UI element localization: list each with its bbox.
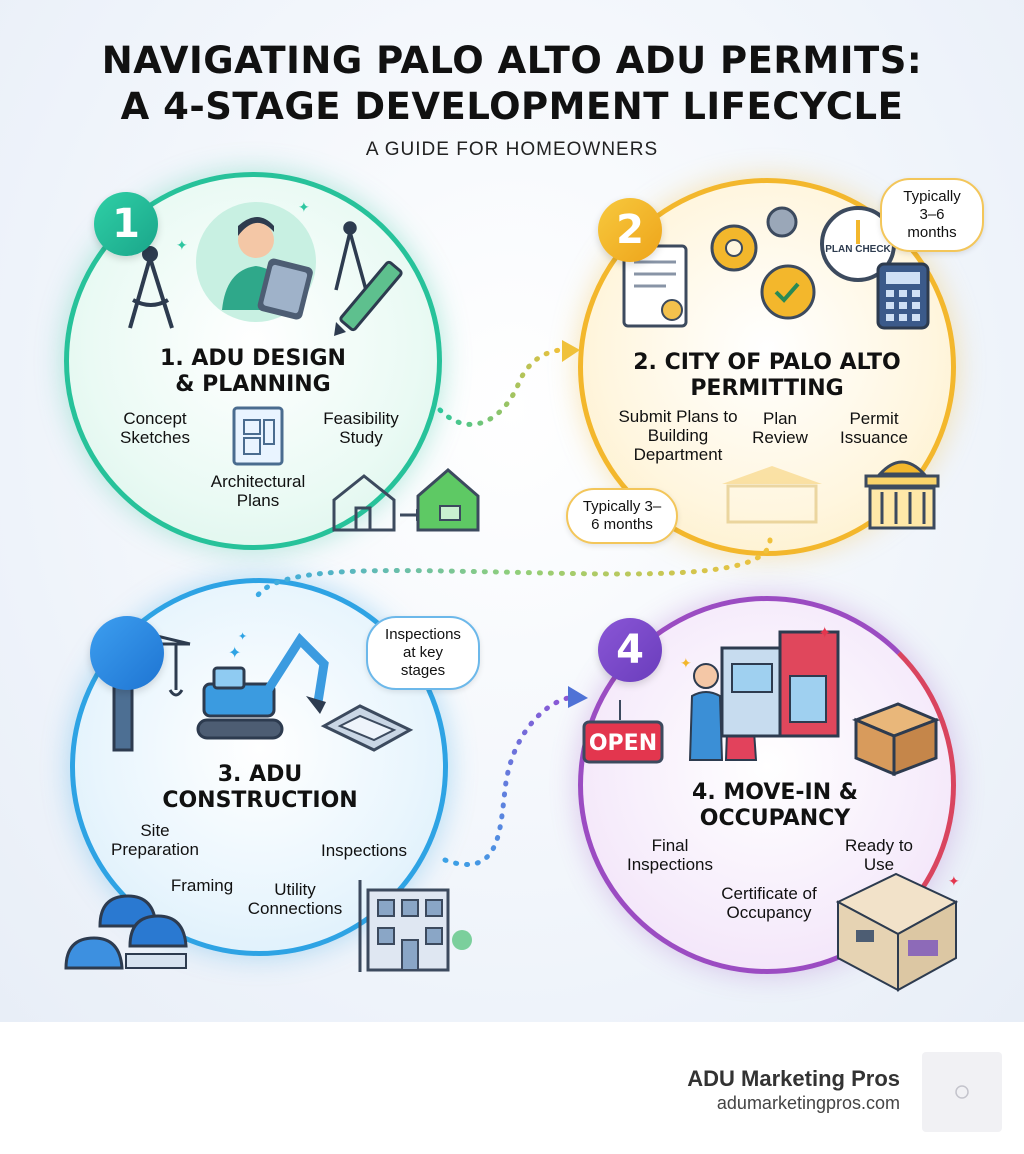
gear-icon	[710, 206, 816, 320]
stage-4-item-final-inspections: Final Inspections	[627, 836, 713, 874]
logo-icon	[955, 1085, 969, 1099]
title-line-1: NAVIGATING PALO ALTO ADU PERMITS:	[101, 39, 923, 82]
brand-name: ADU Marketing Pros	[687, 1066, 900, 1091]
sparkle-2: ✦	[298, 199, 310, 215]
stage-1-badge: 1	[94, 192, 158, 256]
stage-3-item-site-preparation: Site Preparation	[111, 821, 199, 859]
stage-1-item-feasibility-study: Feasibility Study	[323, 409, 399, 447]
flow-arrow-1-to-2	[437, 347, 563, 427]
designer-icon	[196, 202, 316, 322]
stage-2-item-permit-issuance: Permit Issuance	[839, 409, 909, 447]
stage-4-item-ready-to-use: Ready to Use	[844, 836, 914, 874]
stage-1-item-architectural-plans: Architectural Plans	[210, 472, 306, 510]
stage-4-item-certificate-of-occupancy: Certificate of Occupancy	[721, 884, 817, 922]
stage-3-item-utility-connections: Utility Connections	[247, 880, 343, 918]
foundation-icon	[320, 704, 414, 752]
page-title: NAVIGATING PALO ALTO ADU PERMITS: A 4-ST…	[0, 38, 1024, 130]
calculator-icon	[876, 262, 930, 330]
moving-box-icon	[851, 702, 941, 777]
arrow-head-3	[568, 686, 588, 708]
stage-1-title: 1. ADU DESIGN & PLANNING	[160, 346, 346, 397]
pencil-icon	[334, 260, 403, 336]
brand-url[interactable]: adumarketingpros.com	[716, 1093, 900, 1113]
building-frame-icon	[358, 880, 472, 972]
stage-3-item-framing: Framing	[170, 876, 234, 895]
stage-2-title: 2. CITY OF PALO ALTO PERMITTING	[633, 350, 901, 401]
stage-1-item-concept-sketches: Concept Sketches	[120, 409, 190, 447]
infographic-canvas: NAVIGATING PALO ALTO ADU PERMITS: A 4-ST…	[0, 0, 1024, 1022]
timeline-callout-bottom: Typically 3–6 months	[566, 488, 678, 544]
hard-hat-icon	[64, 894, 188, 970]
modern-house-icon	[720, 630, 840, 738]
stage-2-item-plan-review: Plan Review	[752, 409, 808, 447]
page-subtitle: A GUIDE FOR HOMEOWNERS	[365, 139, 659, 160]
sparkle-6: ✦	[818, 625, 831, 642]
stage-3-badge	[90, 616, 164, 690]
stage-4-badge: 4	[598, 618, 662, 682]
furnished-room-icon	[835, 872, 959, 992]
open-sign-label: OPEN	[589, 731, 657, 756]
compass-icon	[128, 246, 174, 329]
house-transform-icon	[332, 468, 480, 532]
stage-4-title: 4. MOVE-IN & OCCUPANCY	[692, 780, 858, 831]
stage-2-item-submit-plans: Submit Plans to Building Department	[618, 407, 738, 464]
brand-logo	[922, 1052, 1002, 1132]
city-hall-icon	[864, 460, 940, 530]
footer	[0, 1022, 1024, 1154]
sparkle-3: ✦	[228, 645, 241, 662]
sparkle-1: ✦	[176, 237, 188, 253]
document-icon	[622, 244, 688, 328]
flow-arrow-2-to-3	[252, 537, 773, 603]
arrow-head-1	[562, 340, 580, 362]
flow-arrow-3-to-4	[442, 695, 571, 868]
inspections-callout: Inspections at key stages	[366, 616, 480, 690]
sparkle-7: ✦	[948, 873, 960, 889]
stage-2-badge: 2	[598, 198, 662, 262]
sparkle-5: ✦	[680, 655, 692, 671]
blueprint-icon	[232, 406, 284, 466]
excavator-icon	[196, 632, 329, 740]
stage-3-title: 3. ADU CONSTRUCTION	[162, 762, 358, 813]
timeline-callout-top: Typically 3–6 months	[880, 178, 984, 252]
sparkle-4: ✦	[238, 631, 247, 643]
city-hall-faded-icon	[722, 466, 822, 524]
plan-check-label: PLAN CHECK	[825, 244, 891, 255]
title-line-2: A 4-STAGE DEVELOPMENT LIFECYCLE	[120, 85, 904, 128]
compass-small-icon	[334, 221, 368, 291]
stage-3-item-inspections: Inspections	[321, 841, 407, 860]
open-sign-icon: OPEN	[582, 700, 664, 764]
